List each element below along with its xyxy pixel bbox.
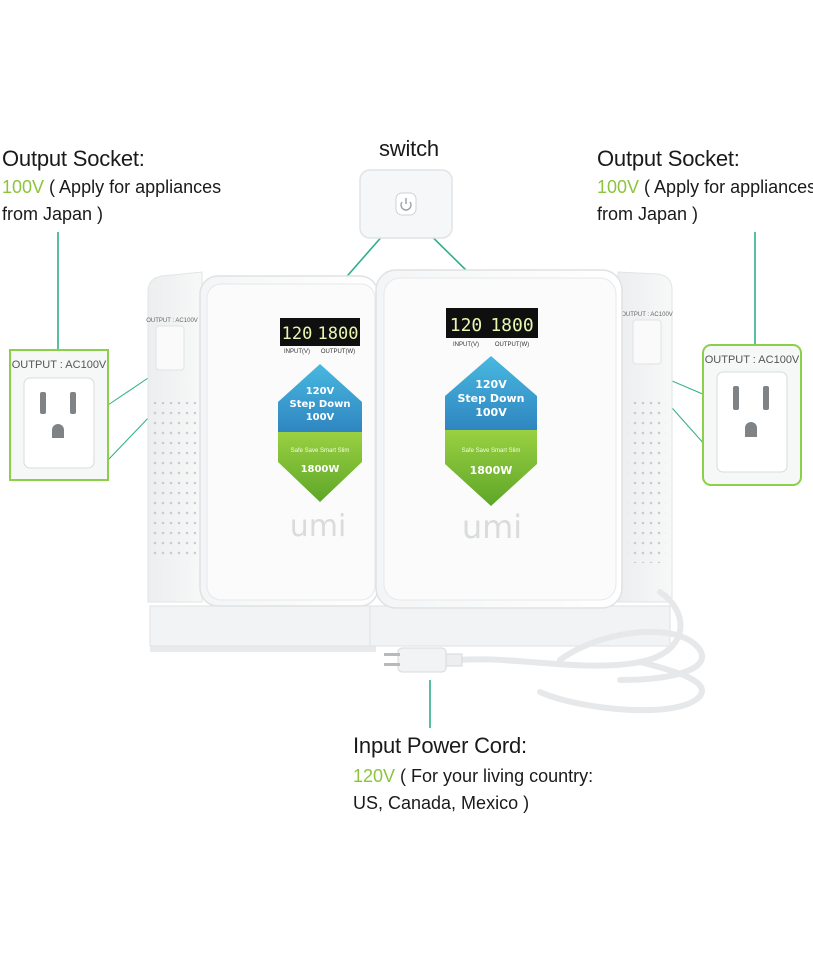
switch-zoom bbox=[359, 169, 453, 239]
left-socket-zoom: OUTPUT : AC100V bbox=[9, 349, 109, 481]
us-outlet-icon bbox=[23, 377, 95, 469]
left-callout-line2: from Japan ) bbox=[2, 204, 104, 224]
left-socket-callout: Output Socket: 100V ( Apply for applianc… bbox=[2, 146, 242, 228]
right-side-label: OUTPUT : AC100V bbox=[621, 312, 673, 318]
left-badge-line3: 100V bbox=[306, 412, 335, 423]
us-outlet-icon bbox=[716, 371, 788, 473]
cord-callout-voltage: 120V bbox=[353, 766, 396, 786]
cord-callout: Input Power Cord: 120V ( For your living… bbox=[353, 733, 653, 817]
left-display-output: 1800 bbox=[318, 324, 359, 344]
left-callout-voltage: 100V bbox=[2, 177, 45, 197]
right-badge-power: 1800W bbox=[470, 464, 513, 477]
right-display-output: 1800 bbox=[490, 315, 533, 336]
right-display-output-label: OUTPUT(W) bbox=[495, 342, 529, 348]
converter-right: OUTPUT : AC100V 120 1800 INPUT(V) OUTPUT… bbox=[369, 269, 673, 647]
right-display-input: 120 bbox=[450, 315, 483, 336]
left-badge-line1: 120V bbox=[306, 386, 335, 397]
right-callout-line1: ( Apply for appliances bbox=[639, 177, 813, 197]
right-badge-line1: 120V bbox=[475, 378, 507, 391]
left-callout-title: Output Socket: bbox=[2, 146, 145, 171]
left-brand-logo: umi bbox=[290, 509, 347, 544]
right-callout-line2: from Japan ) bbox=[597, 204, 699, 224]
right-socket-zoom: OUTPUT : AC100V bbox=[702, 344, 802, 486]
left-display-input: 120 bbox=[282, 324, 313, 344]
cord-callout-line2: US, Canada, Mexico ) bbox=[353, 793, 530, 813]
right-badge: 120V Step Down 100V Safe Save Smart Slim… bbox=[445, 356, 537, 506]
right-badge-tagline: Safe Save Smart Slim bbox=[462, 448, 521, 454]
left-badge-line2: Step Down bbox=[290, 399, 351, 410]
right-badge-line2: Step Down bbox=[457, 392, 524, 405]
left-badge-tagline: Safe Save Smart Slim bbox=[291, 448, 350, 454]
switch-callout-title: switch bbox=[379, 136, 439, 161]
left-display-input-label: INPUT(V) bbox=[284, 349, 310, 355]
left-callout-line1: ( Apply for appliances bbox=[44, 177, 222, 197]
power-button-icon bbox=[395, 192, 417, 216]
power-cord bbox=[437, 589, 705, 714]
right-callout-title: Output Socket: bbox=[597, 146, 740, 171]
right-display-input-label: INPUT(V) bbox=[453, 342, 479, 348]
left-badge-power: 1800W bbox=[301, 464, 340, 475]
left-badge: 120V Step Down 100V Safe Save Smart Slim… bbox=[278, 364, 362, 502]
right-zoom-label: OUTPUT : AC100V bbox=[705, 354, 800, 366]
left-display-output-label: OUTPUT(W) bbox=[321, 349, 355, 355]
left-side-label: OUTPUT : AC100V bbox=[146, 318, 198, 324]
cord-callout-title: Input Power Cord: bbox=[353, 733, 527, 758]
right-brand-logo: umi bbox=[462, 508, 522, 546]
converter-left: OUTPUT : AC100V 120 1800 INPUT(V) OUTPUT… bbox=[146, 271, 381, 652]
cord-callout-line1: ( For your living country: bbox=[395, 766, 594, 786]
right-badge-line3: 100V bbox=[475, 406, 507, 419]
right-socket-callout: Output Socket: 100V ( Apply for applianc… bbox=[597, 146, 813, 228]
left-zoom-label: OUTPUT : AC100V bbox=[12, 359, 107, 371]
right-callout-voltage: 100V bbox=[597, 177, 640, 197]
power-plug-icon bbox=[384, 647, 463, 673]
